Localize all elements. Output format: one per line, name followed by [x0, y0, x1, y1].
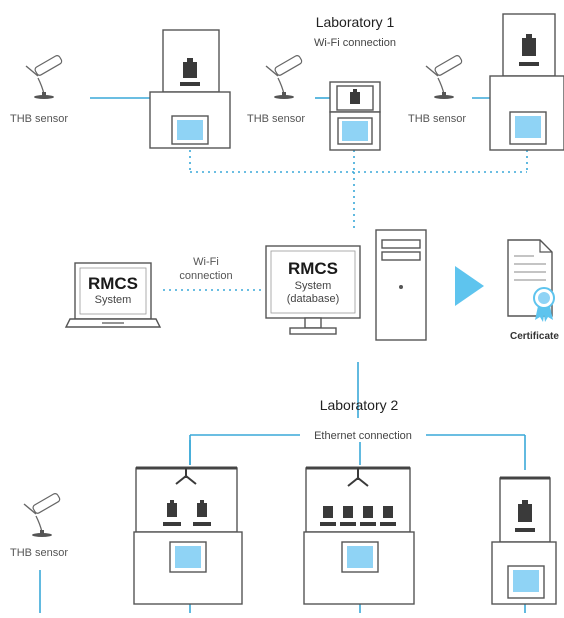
- lab2-title: Laboratory 2: [320, 397, 399, 413]
- balance-icon: [149, 29, 231, 149]
- balance-icon: [491, 476, 557, 605]
- lab1-title: Laboratory 1: [316, 14, 395, 30]
- weight-mass-icon: [163, 500, 211, 526]
- desktop-computer-icon: [265, 229, 427, 341]
- server-line2: (database): [287, 293, 340, 305]
- thb-sensor-icon: [25, 55, 63, 99]
- laptop-title: RMCS: [88, 274, 138, 293]
- weight-mass-icon: [515, 500, 535, 532]
- weight-mass-icon: [180, 58, 200, 86]
- connection-lines: [39, 97, 528, 613]
- lab1-connection: Wi-Fi connection: [314, 37, 396, 49]
- thb-sensor-icon: [265, 55, 303, 99]
- weight-mass-icon: [350, 89, 360, 104]
- lab2-label-bg: [300, 424, 426, 442]
- certificate-label: Certificate: [510, 331, 559, 342]
- certificate-icon: [507, 239, 555, 322]
- thb-sensor-icon: [425, 55, 463, 99]
- lab2-connection: Ethernet connection: [314, 430, 412, 442]
- lab1-sensor-label-3: THB sensor: [408, 113, 466, 125]
- wifi-link-line1: Wi-Fi: [193, 256, 219, 268]
- server-title: RMCS: [288, 259, 338, 278]
- lab1-sensor-label-2: THB sensor: [247, 113, 305, 125]
- weight-mass-icon: [519, 34, 539, 66]
- mass-comparator-icon: [133, 466, 243, 605]
- thb-sensor-icon: [23, 493, 61, 537]
- laptop-icon: [64, 262, 162, 328]
- wifi-link-line2: connection: [179, 270, 232, 282]
- laptop-subtitle: System: [95, 294, 132, 306]
- lab2-sensor-label: THB sensor: [10, 547, 68, 559]
- mass-comparator-icon: [303, 466, 415, 605]
- lab1-sensor-label-1: THB sensor: [10, 113, 68, 125]
- weight-mass-icon: [320, 506, 396, 526]
- server-line1: System: [295, 280, 332, 292]
- play-arrow-icon: [455, 266, 484, 306]
